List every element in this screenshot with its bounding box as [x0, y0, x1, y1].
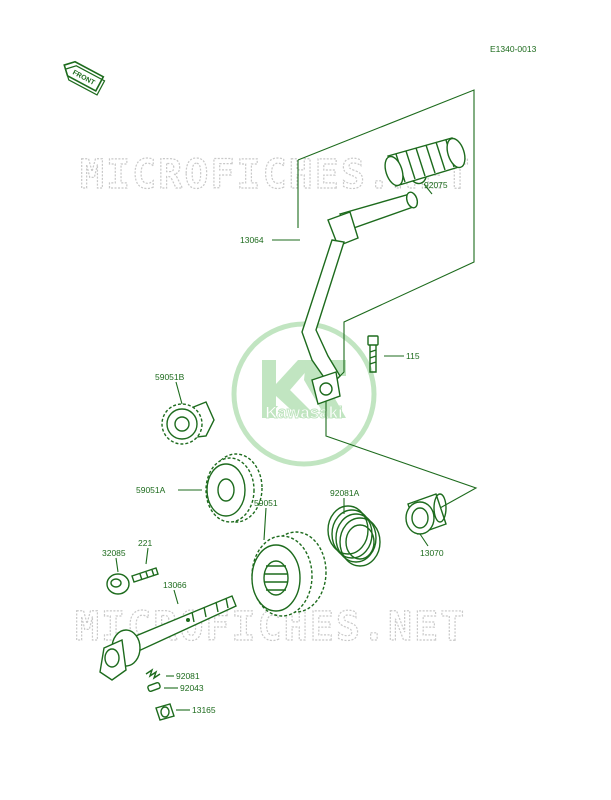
part-label: 221 — [138, 538, 152, 548]
front-arrow-icon: FRONT — [63, 60, 106, 96]
part-label: 13165 — [192, 705, 216, 715]
part-label: 13070 — [420, 548, 444, 558]
part-label: 59051A — [136, 485, 166, 495]
part-label: 59051B — [155, 372, 185, 382]
spacer — [155, 703, 175, 721]
coil-spring — [327, 505, 381, 567]
part-label: 13064 — [240, 235, 264, 245]
part-label: 92081A — [330, 488, 360, 498]
part-label: 92075 — [424, 180, 448, 190]
small-spring — [145, 668, 161, 680]
kick-shaft — [99, 595, 237, 681]
part-label: 115 — [406, 351, 420, 361]
part-label: 59051 — [254, 498, 278, 508]
ratchet — [405, 493, 447, 535]
gear-small — [161, 401, 215, 445]
bolt — [367, 335, 379, 373]
kawasaki-logo-text: Kawasaki — [265, 403, 343, 422]
pin — [131, 567, 159, 583]
collar — [106, 573, 130, 595]
part-labels: 92075 13064 115 59051B 59051A 59051 9208… — [102, 180, 448, 715]
part-label: 92043 — [180, 683, 204, 693]
part-label: 32085 — [102, 548, 126, 558]
diagram-code: E1340-0013 — [490, 44, 537, 54]
part-label: 92081 — [176, 671, 200, 681]
leader-lines — [115, 183, 433, 711]
assembly-outline — [297, 89, 478, 509]
pedal-grip — [384, 137, 466, 187]
part-label: 13066 — [163, 580, 187, 590]
kawasaki-logo: Kawasaki — [231, 321, 377, 467]
small-pin — [147, 681, 161, 693]
gear-large — [251, 531, 327, 617]
gear-medium — [205, 453, 263, 523]
kick-pedal-arm — [301, 191, 419, 405]
